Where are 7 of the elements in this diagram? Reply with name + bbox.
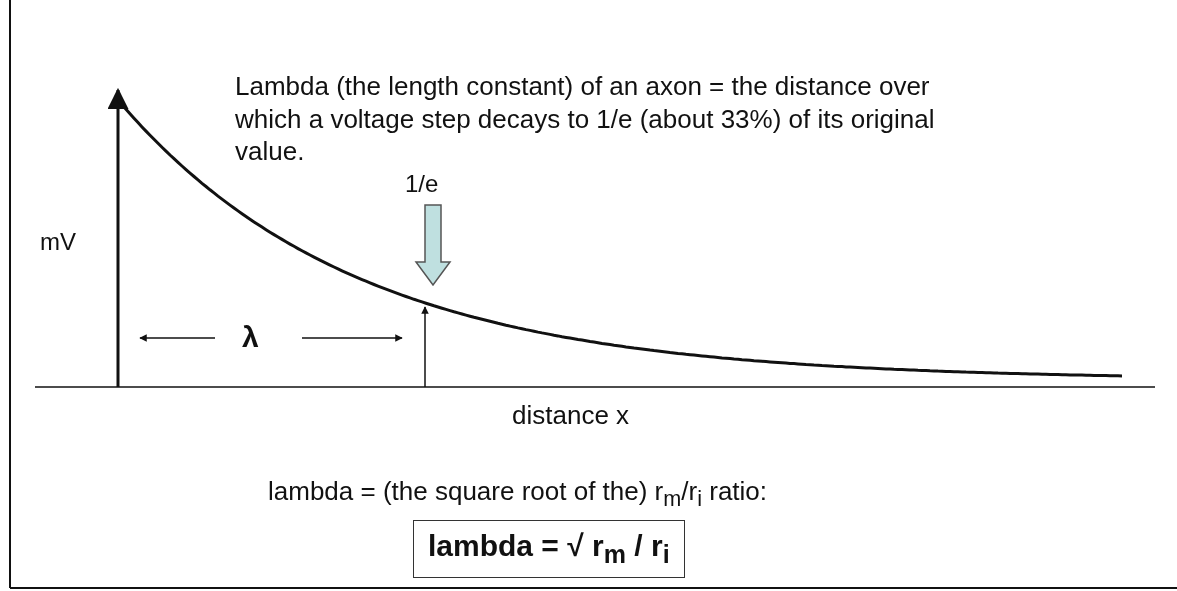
note-text: Lambda (the length constant) of an axon = the distance over which a voltage step decays to 1/e (about 33%) of its original value. (235, 70, 936, 168)
formula-caption: lambda = (the square root of the) r$_{m}$/r$_{i}$ ratio: (268, 476, 768, 513)
axis-label: 1/e (405, 170, 439, 198)
axis-label: mV (40, 228, 76, 256)
lambda-symbol: λ (242, 320, 259, 354)
axis-label: distance x (512, 400, 630, 431)
formula-box: lambda = √ r$_{m}$ / r$_{i}$ (413, 520, 685, 578)
